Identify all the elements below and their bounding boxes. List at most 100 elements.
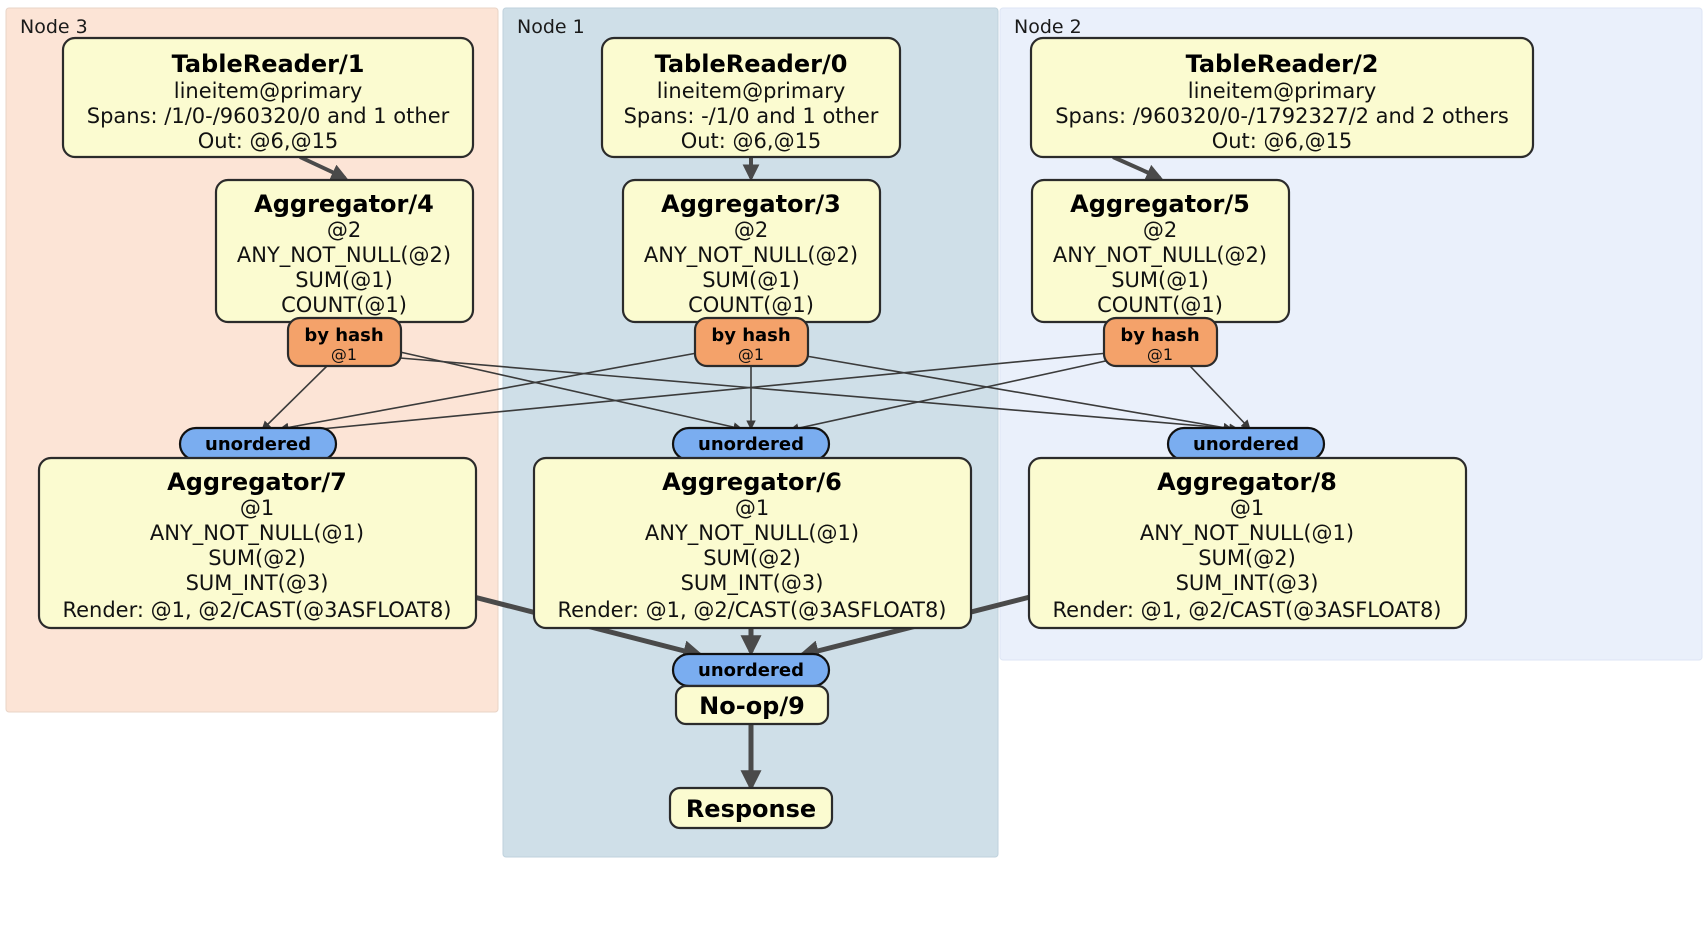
processor-aggregator4-line-1: ANY_NOT_NULL(@2): [237, 243, 451, 268]
processor-aggregator4-line-3: COUNT(@1): [281, 293, 407, 317]
processor-tablereader1-box[interactable]: [61, 36, 475, 159]
processor-aggregator3-line-1: ANY_NOT_NULL(@2): [644, 243, 858, 268]
edge-hashleft-unorderedright: [399, 357, 1239, 434]
router-by-hash-right-pill[interactable]: [1102, 316, 1219, 368]
processor-aggregator6[interactable]: Aggregator/6 @1 ANY_NOT_NULL(@1) SUM(@2)…: [532, 456, 973, 630]
synchronizer-unordered-right-label: unordered: [1193, 434, 1299, 455]
processor-aggregator6-line-4: Render: @1, @2/CAST(@3ASFLOAT8): [557, 598, 946, 622]
processor-tablereader1[interactable]: TableReader/1 lineitem@primary Spans: /1…: [61, 36, 475, 159]
processor-aggregator8-line-1: ANY_NOT_NULL(@1): [1140, 521, 1354, 546]
synchronizer-unordered-center[interactable]: unordered: [671, 426, 831, 462]
processor-aggregator7-line-3: SUM_INT(@3): [186, 571, 329, 596]
processor-aggregator5-line-3: COUNT(@1): [1097, 293, 1223, 317]
synchronizer-unordered-left-label: unordered: [205, 434, 311, 455]
edge-hashcenter-unorderedright: [805, 355, 1233, 433]
processor-aggregator7-line-2: SUM(@2): [208, 546, 306, 570]
processor-response-box[interactable]: [668, 786, 834, 830]
edge-hashcenter-unorderedleft: [279, 352, 698, 433]
router-by-hash-left-sub: @1: [331, 345, 357, 364]
edge-tablereader1-aggregator4: [299, 155, 349, 180]
edge-hashleft-unorderedcenter: [399, 351, 743, 432]
processor-aggregator7-line-0: @1: [240, 496, 274, 520]
processor-aggregator8-line-0: @1: [1230, 496, 1264, 520]
processor-aggregator5-title: Aggregator/5: [1070, 190, 1250, 218]
processor-aggregator6-title: Aggregator/6: [662, 468, 842, 496]
processor-aggregator7-box[interactable]: [37, 456, 478, 630]
processor-tablereader1-line-0: lineitem@primary: [174, 79, 363, 103]
router-by-hash-right[interactable]: by hash @1: [1102, 316, 1219, 368]
processor-aggregator4-line-2: SUM(@1): [295, 268, 393, 292]
processor-aggregator3-line-2: SUM(@1): [702, 268, 800, 292]
processor-aggregator6-line-3: SUM_INT(@3): [681, 571, 824, 596]
processor-aggregator6-line-1: ANY_NOT_NULL(@1): [645, 521, 859, 546]
processor-noop9-box[interactable]: [674, 684, 830, 726]
processor-tablereader0-title: TableReader/0: [655, 50, 848, 78]
processor-aggregator3[interactable]: Aggregator/3 @2 ANY_NOT_NULL(@2) SUM(@1)…: [621, 178, 882, 324]
router-by-hash-left-pill[interactable]: [286, 316, 403, 368]
processor-response-title: Response: [686, 795, 816, 823]
router-by-hash-center-sub: @1: [738, 345, 764, 364]
processor-aggregator5-line-0: @2: [1143, 218, 1177, 242]
processor-tablereader2-line-1: Spans: /960320/0-/1792327/2 and 2 others: [1055, 104, 1509, 128]
processor-aggregator8-line-4: Render: @1, @2/CAST(@3ASFLOAT8): [1052, 598, 1441, 622]
processor-tablereader2[interactable]: TableReader/2 lineitem@primary Spans: /9…: [1029, 36, 1535, 159]
processor-aggregator8-box[interactable]: [1027, 456, 1468, 630]
processor-aggregator3-line-3: COUNT(@1): [688, 293, 814, 317]
synchronizer-unordered-left[interactable]: unordered: [178, 426, 338, 462]
processor-aggregator3-line-0: @2: [734, 218, 768, 242]
processor-aggregator7-line-4: Render: @1, @2/CAST(@3ASFLOAT8): [62, 598, 451, 622]
edges-reader-to-aggregator: [299, 155, 1164, 182]
processor-tablereader2-title: TableReader/2: [1186, 50, 1379, 78]
synchronizer-unordered-right[interactable]: unordered: [1166, 426, 1326, 462]
processor-aggregator6-line-2: SUM(@2): [703, 546, 801, 570]
router-by-hash-left[interactable]: by hash @1: [286, 316, 403, 368]
processor-tablereader0-line-2: Out: @6,@15: [681, 129, 822, 153]
processor-noop9-title: No-op/9: [699, 692, 805, 720]
processor-aggregator4-line-0: @2: [327, 218, 361, 242]
edge-hashright-unorderedright: [1189, 365, 1251, 430]
processor-aggregator4[interactable]: Aggregator/4 @2 ANY_NOT_NULL(@2) SUM(@1)…: [214, 178, 475, 324]
processor-tablereader1-line-1: Spans: /1/0-/960320/0 and 1 other: [87, 104, 450, 128]
processor-aggregator8-title: Aggregator/8: [1157, 468, 1337, 496]
synchronizer-unordered-final-label: unordered: [698, 660, 804, 681]
router-by-hash-center-pill[interactable]: [693, 316, 810, 368]
edge-tablereader2-aggregator5: [1112, 155, 1164, 181]
processor-tablereader0-line-1: Spans: -/1/0 and 1 other: [624, 104, 879, 128]
router-by-hash-center[interactable]: by hash @1: [693, 316, 810, 368]
processor-aggregator4-title: Aggregator/4: [254, 190, 434, 218]
synchronizer-unordered-final[interactable]: unordered: [671, 652, 831, 688]
processor-response[interactable]: Response: [668, 786, 834, 830]
processor-aggregator8[interactable]: Aggregator/8 @1 ANY_NOT_NULL(@1) SUM(@2)…: [1027, 456, 1468, 630]
processor-tablereader0-box[interactable]: [600, 36, 902, 159]
processor-aggregator5-line-1: ANY_NOT_NULL(@2): [1053, 243, 1267, 268]
processor-aggregator5[interactable]: Aggregator/5 @2 ANY_NOT_NULL(@2) SUM(@1)…: [1030, 178, 1291, 324]
processor-aggregator8-line-3: SUM_INT(@3): [1176, 571, 1319, 596]
processor-aggregator7-title: Aggregator/7: [167, 468, 347, 496]
processor-tablereader0[interactable]: TableReader/0 lineitem@primary Spans: -/…: [600, 36, 902, 159]
processor-tablereader2-line-2: Out: @6,@15: [1212, 129, 1353, 153]
synchronizer-unordered-center-label: unordered: [698, 434, 804, 455]
router-by-hash-left-title: by hash: [304, 325, 383, 346]
processor-tablereader2-line-0: lineitem@primary: [1188, 79, 1377, 103]
region-node1-label: Node 1: [517, 16, 585, 38]
processor-tablereader0-line-0: lineitem@primary: [657, 79, 846, 103]
processor-aggregator5-line-2: SUM(@1): [1111, 268, 1209, 292]
processor-aggregator8-line-2: SUM(@2): [1198, 546, 1296, 570]
region-node2-label: Node 2: [1014, 16, 1082, 38]
region-node3-label: Node 3: [20, 16, 88, 38]
edges-hash-to-unordered: [261, 351, 1251, 436]
processor-aggregator3-title: Aggregator/3: [661, 190, 841, 218]
processor-aggregator6-box[interactable]: [532, 456, 973, 630]
processor-noop9[interactable]: No-op/9: [674, 684, 830, 726]
edge-hashright-unorderedleft: [289, 352, 1109, 436]
processor-tablereader2-box[interactable]: [1029, 36, 1535, 159]
processor-aggregator7[interactable]: Aggregator/7 @1 ANY_NOT_NULL(@1) SUM(@2)…: [37, 456, 478, 630]
processor-tablereader1-line-2: Out: @6,@15: [198, 129, 339, 153]
router-by-hash-right-sub: @1: [1147, 345, 1173, 364]
edge-hashleft-unorderedleft: [261, 365, 328, 431]
edge-hashright-unorderedcenter: [789, 359, 1111, 433]
router-by-hash-center-title: by hash: [711, 325, 790, 346]
processor-tablereader1-title: TableReader/1: [172, 50, 365, 78]
